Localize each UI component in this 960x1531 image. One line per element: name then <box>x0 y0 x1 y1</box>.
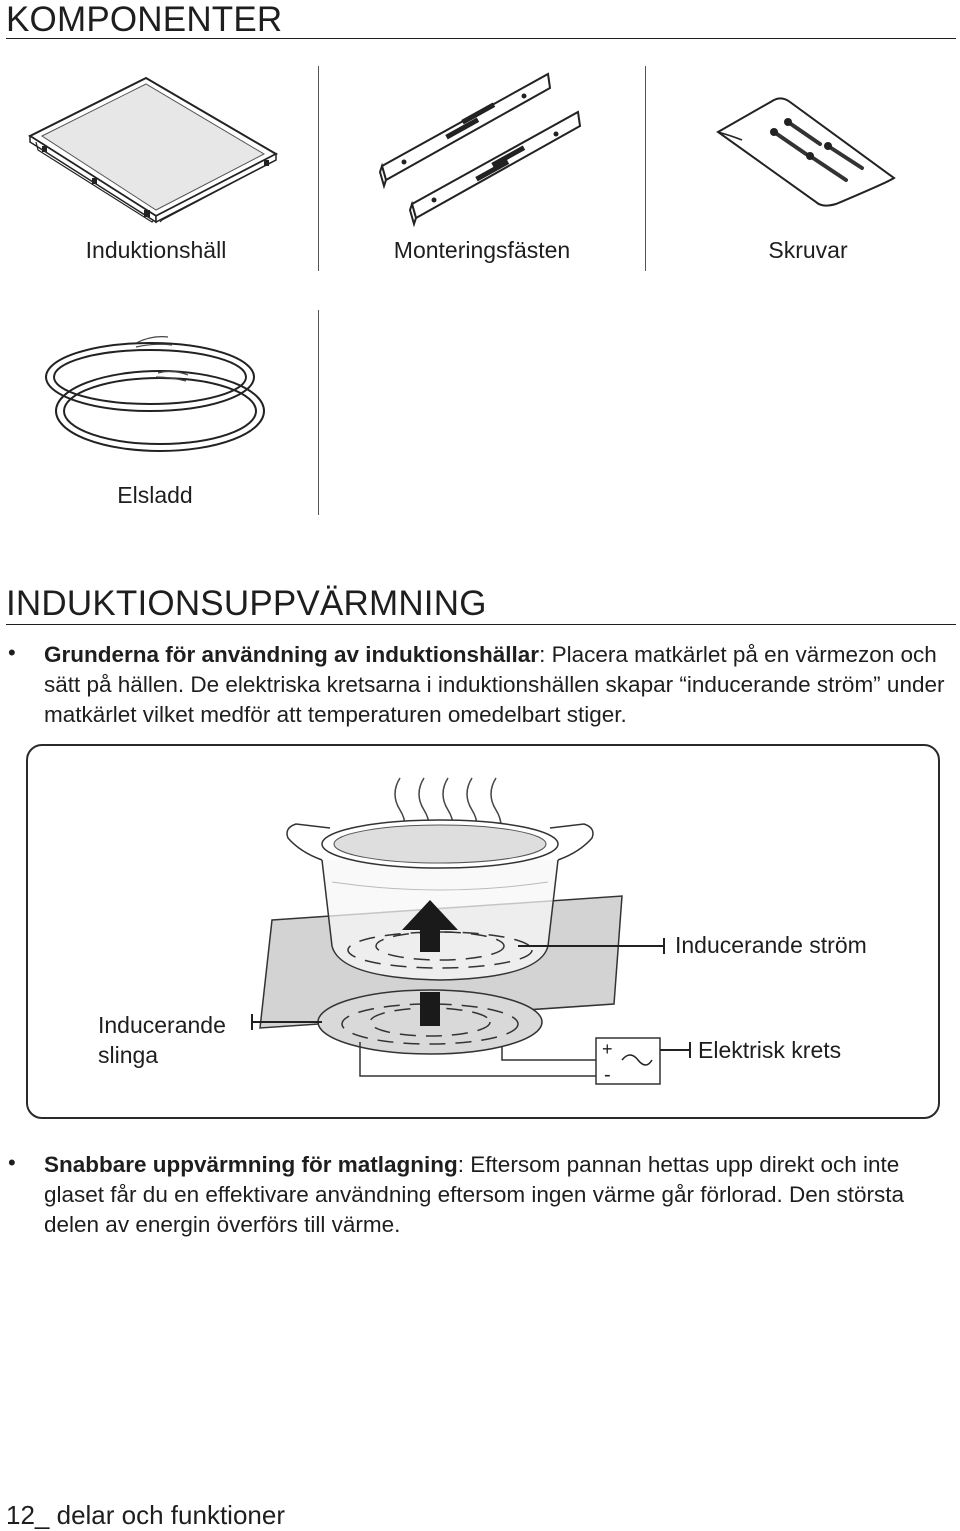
screws-bag-icon <box>716 97 896 207</box>
plus-sign: + <box>602 1039 613 1059</box>
components-heading-rule <box>6 38 956 39</box>
induction-hob-icon <box>27 76 279 224</box>
heating-heading-rule <box>6 624 956 625</box>
screws-caption: Skruvar <box>768 237 848 263</box>
power-source-icon <box>595 1037 661 1085</box>
pot-icon <box>286 819 594 981</box>
divider <box>645 66 646 271</box>
minus-sign: - <box>604 1064 611 1086</box>
ac-symbol-icon <box>621 1054 653 1066</box>
components-heading: KOMPONENTER <box>6 0 283 39</box>
brackets-caption: Monteringsfästen <box>393 237 571 263</box>
label-induced-current: Inducerande ström <box>675 932 867 958</box>
bullet-1-bold: Grunderna för användning av induktionshä… <box>44 642 540 667</box>
bullet-2-bold: Snabbare uppvärmning för matlagning <box>44 1152 458 1177</box>
field-arrow-stem <box>420 992 440 1026</box>
divider <box>318 310 319 515</box>
heating-heading: INDUKTIONSUPPVÄRMNING <box>6 584 487 623</box>
power-cable-icon <box>45 336 265 452</box>
bullet-dot: • <box>8 1150 16 1175</box>
page-footer: 12_ delar och funktioner <box>6 1500 285 1531</box>
bullet-1-text: : Placera matkärlet på en värmezon och s… <box>44 642 945 727</box>
label-induction-coil-line2: slinga <box>98 1042 159 1068</box>
page-number: 12_ <box>6 1500 50 1530</box>
divider <box>318 66 319 271</box>
bullet-2-text: : Eftersom pannan hettas upp direkt och … <box>44 1152 905 1237</box>
mounting-brackets-icon <box>378 72 582 228</box>
label-electric-circuit: Elektrisk krets <box>698 1037 842 1063</box>
bullet-paragraph-2: Snabbare uppvärmning för matlagning: Eft… <box>44 1150 956 1240</box>
cable-caption: Elsladd <box>117 482 193 508</box>
induction-illustration <box>251 777 691 1085</box>
footer-section: delar och funktioner <box>49 1500 285 1530</box>
bullet-dot: • <box>8 640 16 665</box>
induction-diagram <box>26 744 940 1119</box>
label-induction-coil-line1: Inducerande <box>98 1012 226 1038</box>
hob-caption: Induktionshäll <box>85 237 227 263</box>
field-arrow-icon <box>402 900 458 952</box>
bullet-paragraph-1: Grunderna för användning av induktionshä… <box>44 640 956 730</box>
